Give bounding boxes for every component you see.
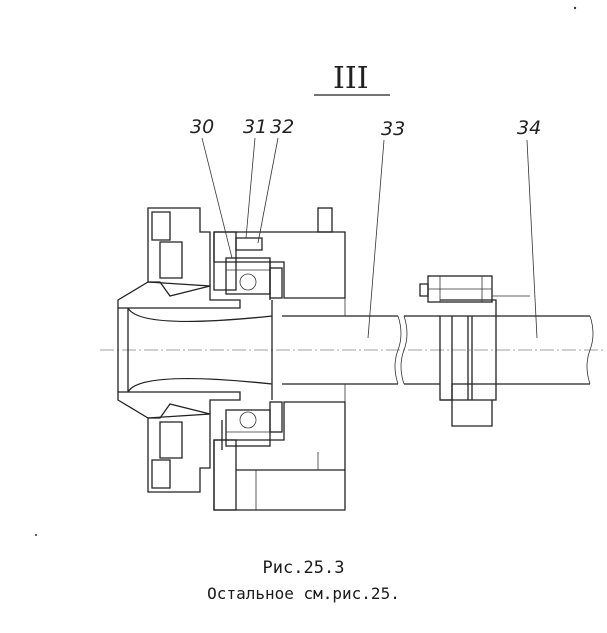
- part-label-30: 30: [190, 116, 214, 138]
- hub-assembly: [117, 207, 273, 493]
- figure-note: Остальное см.рис.25.: [207, 584, 400, 603]
- speckle: [573, 6, 577, 10]
- part-label-32: 32: [270, 116, 294, 138]
- part-label-31: 31: [243, 116, 267, 138]
- part-label-33: 33: [381, 118, 405, 140]
- leader-32: [257, 137, 279, 244]
- leader-30: [201, 137, 233, 259]
- leader-34: [526, 139, 538, 339]
- figure-title: Рис.25.3: [262, 558, 345, 578]
- view-mark: III: [314, 61, 390, 96]
- leader-lines: [201, 137, 538, 339]
- shaft-34-coupling: [400, 275, 594, 427]
- leader-31: [245, 137, 256, 239]
- leader-33: [367, 139, 385, 339]
- housing-assembly: [213, 207, 346, 511]
- speckle: [35, 534, 37, 536]
- part-labels: 30 31 32 33 34: [190, 116, 541, 140]
- view-mark-text: III: [333, 61, 369, 96]
- shaft-33: [282, 298, 402, 402]
- part-label-34: 34: [517, 117, 541, 139]
